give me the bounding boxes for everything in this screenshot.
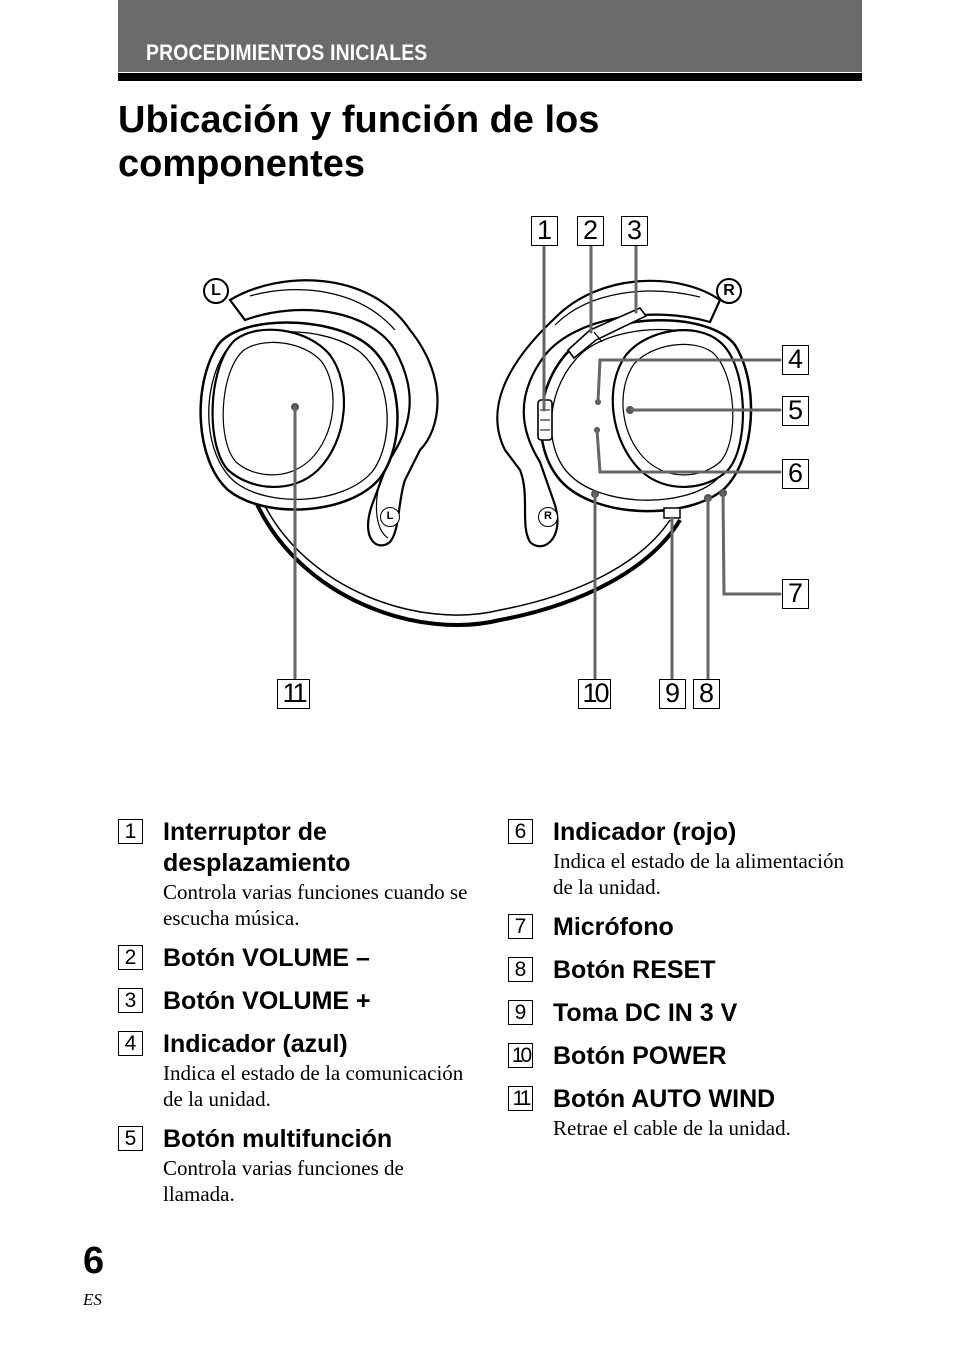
item-number: 1 — [118, 819, 143, 844]
callout-3: 3 — [621, 216, 648, 246]
item-number: 5 — [118, 1126, 143, 1151]
item-description: Controla varias funciones cuando se escu… — [163, 880, 468, 930]
callout-5: 5 — [782, 396, 809, 426]
headset-illustration — [199, 244, 782, 681]
right-side-marker: R — [716, 278, 742, 304]
item-number: 2 — [118, 945, 143, 970]
item-number: 8 — [508, 957, 533, 982]
right-ear-hook — [496, 279, 722, 548]
list-item: 9 Toma DC IN 3 V — [508, 998, 868, 1029]
left-auto-wind-button — [211, 328, 346, 489]
header-band — [118, 0, 862, 72]
list-item: 3 Botón VOLUME + — [118, 986, 478, 1017]
item-number: 4 — [118, 1031, 143, 1056]
item-name: Interruptor de desplazamiento — [163, 818, 351, 877]
list-item: 7 Micrófono — [508, 912, 868, 943]
language-code: ES — [83, 1290, 102, 1309]
item-name: Botón RESET — [553, 956, 716, 984]
item-name: Micrófono — [553, 913, 674, 941]
item-number: 11 — [508, 1086, 533, 1111]
callout-8: 8 — [693, 679, 720, 709]
item-name: Botón POWER — [553, 1042, 727, 1070]
left-ear-hook — [228, 279, 439, 547]
item-number: 10 — [508, 1043, 533, 1068]
item-number: 3 — [118, 988, 143, 1013]
left-hook-marker: L — [380, 507, 400, 527]
section-label: PROCEDIMIENTOS INICIALES — [146, 40, 428, 65]
callout-2: 2 — [577, 216, 604, 246]
item-description: Retrae el cable de la unidad. — [553, 1116, 791, 1140]
neck-band — [253, 499, 682, 627]
list-item: 10 Botón POWER — [508, 1041, 868, 1072]
callout-4: 4 — [782, 345, 809, 375]
page-title: Ubicación y función de los componentes — [118, 99, 600, 185]
header-rule — [118, 73, 862, 81]
list-item: 6 Indicador (rojo) Indica el estado de l… — [508, 817, 868, 900]
item-name: Botón VOLUME – — [163, 944, 370, 972]
component-list-left: 1 Interruptor de desplazamiento Controla… — [118, 817, 478, 1219]
right-hook-marker: R — [538, 507, 558, 527]
item-description: Indica el estado de la comunicación de l… — [163, 1061, 464, 1111]
callout-9: 9 — [659, 679, 686, 709]
item-name: Indicador (azul) — [163, 1030, 348, 1058]
item-number: 7 — [508, 914, 533, 939]
list-item: 5 Botón multifunción Controla varias fun… — [118, 1124, 478, 1207]
item-description: Controla varias funciones de llamada. — [163, 1156, 404, 1206]
callout-11: 11 — [277, 679, 310, 709]
component-list-right: 6 Indicador (rojo) Indica el estado de l… — [508, 817, 868, 1153]
list-item: 4 Indicador (azul) Indica el estado de l… — [118, 1029, 478, 1112]
callout-6: 6 — [782, 459, 809, 489]
left-side-marker: L — [203, 278, 229, 304]
item-name: Botón VOLUME + — [163, 987, 371, 1015]
item-number: 6 — [508, 819, 533, 844]
item-name: Botón AUTO WIND — [553, 1085, 776, 1113]
item-name: Toma DC IN 3 V — [553, 999, 738, 1027]
callout-1: 1 — [531, 216, 558, 246]
list-item: 1 Interruptor de desplazamiento Controla… — [118, 817, 478, 931]
item-name: Indicador (rojo) — [553, 818, 737, 846]
callout-10: 10 — [578, 679, 611, 709]
item-name: Botón multifunción — [163, 1125, 393, 1153]
item-number: 9 — [508, 1000, 533, 1025]
list-item: 2 Botón VOLUME – — [118, 943, 478, 974]
list-item: 8 Botón RESET — [508, 955, 868, 986]
callout-7: 7 — [782, 579, 809, 609]
item-description: Indica el estado de la alimentación de l… — [553, 849, 844, 899]
list-item: 11 Botón AUTO WIND Retrae el cable de la… — [508, 1084, 868, 1141]
page-number: 6 — [83, 1240, 105, 1282]
